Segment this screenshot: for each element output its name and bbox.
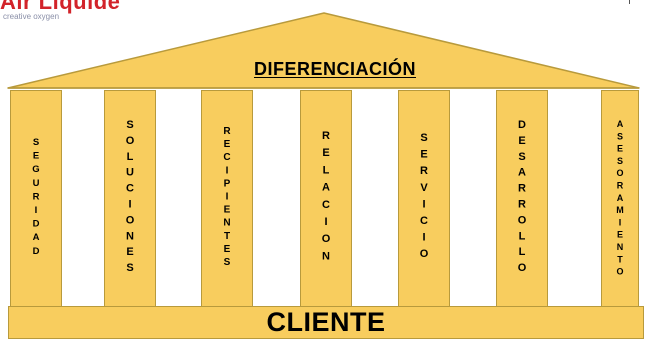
pillar-relacion: RELACION	[300, 90, 352, 307]
pillar-desarrollo: DESARROLLO	[496, 90, 548, 307]
base-cliente: CLIENTE	[8, 306, 644, 339]
diagram-title: DIFERENCIACIÓN	[253, 59, 416, 79]
pillar-label: DESARROLLO	[516, 119, 528, 278]
pillar-recipientes: RECIPIENTES	[201, 90, 253, 307]
pillar-soluciones: SOLUCIONES	[104, 90, 156, 307]
logo-tagline: creative oxygen	[3, 12, 60, 21]
pillar-label: RELACION	[320, 129, 332, 268]
pillar-label: RECIPIENTES	[221, 126, 233, 271]
pillar-label: SOLUCIONES	[124, 119, 136, 278]
pillar-servicio: SERVICIO	[398, 90, 450, 307]
corner-mark	[624, 0, 634, 4]
pillar-seguridad: SEGURIDAD	[10, 90, 62, 307]
pillar-label: SERVICIO	[418, 132, 430, 265]
pillar-asesoramiento: ASESORAMIENTO	[601, 90, 639, 307]
pillar-label: ASESORAMIENTO	[615, 118, 625, 279]
logo-brand: Air Liquide	[0, 0, 121, 14]
base-label: CLIENTE	[266, 307, 386, 337]
air-liquide-logo: Air Liquide creative oxygen	[0, 0, 170, 24]
pillar-label: SEGURIDAD	[30, 137, 42, 260]
